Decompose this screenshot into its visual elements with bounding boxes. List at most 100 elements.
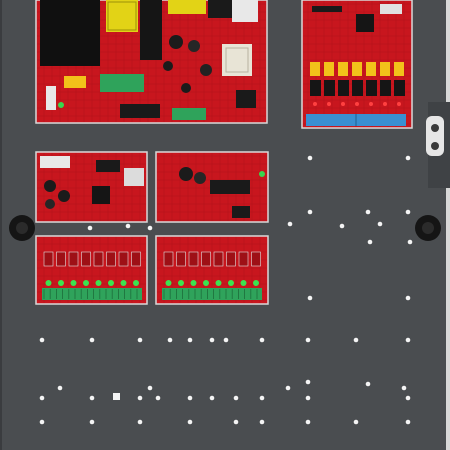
mounting-hole [39, 337, 45, 343]
mounting-hole [405, 295, 411, 301]
mounting-hole [155, 395, 161, 401]
mounting-hole [285, 385, 291, 391]
ethernet-jack [124, 168, 144, 186]
status-led [355, 102, 359, 106]
transformer-left [40, 0, 100, 66]
fuse [338, 62, 348, 76]
fuse-holder [251, 251, 261, 267]
mounting-hole [87, 225, 93, 231]
status-led [369, 102, 373, 106]
relay-row [310, 62, 405, 106]
relay [394, 80, 405, 96]
mounting-hole [307, 209, 313, 215]
mounting-hole [137, 419, 143, 425]
mounting-hole [307, 155, 313, 161]
relay-control-board [301, 0, 413, 129]
relay [380, 80, 391, 96]
fuse-holder [238, 251, 249, 267]
fuse-holder [213, 251, 224, 267]
mounting-hole [187, 419, 193, 425]
connector-block-green [100, 74, 144, 92]
mounting-hole [339, 223, 345, 229]
square-knockout [113, 393, 120, 400]
status-led [341, 102, 345, 106]
status-led [327, 102, 331, 106]
status-led [178, 280, 184, 286]
mounting-hole [401, 385, 407, 391]
mounting-hole [259, 337, 265, 343]
mounting-hole [287, 221, 293, 227]
mounting-hole [353, 337, 359, 343]
mounting-hole [187, 395, 193, 401]
mounting-hole [377, 221, 383, 227]
output-terminal-strip [42, 288, 142, 300]
mounting-hole [233, 395, 239, 401]
network-controller-board [35, 151, 148, 223]
mounting-hole [39, 395, 45, 401]
relay [310, 80, 321, 96]
controller-chip [92, 186, 110, 204]
mounting-hole [147, 385, 153, 391]
status-led [397, 102, 401, 106]
mounting-hole [305, 419, 311, 425]
mounting-hole [187, 337, 193, 343]
power-supply-board [35, 0, 268, 124]
mounting-hole [353, 419, 359, 425]
microcontroller-chip [356, 14, 374, 32]
mounting-hole [209, 395, 215, 401]
fuse-holder [93, 251, 104, 267]
fuse-holder [81, 251, 91, 267]
status-led [203, 280, 209, 286]
enclosure-left-edge [0, 0, 2, 450]
mounting-hole [367, 239, 373, 245]
mounting-hole [223, 337, 229, 343]
transformer-coil-top [168, 0, 206, 14]
mounting-hole [259, 395, 265, 401]
fuse [394, 62, 404, 76]
fuse [380, 62, 390, 76]
status-led [165, 280, 172, 286]
relay [366, 80, 377, 96]
relay [338, 80, 349, 96]
fuse-holder [131, 251, 141, 267]
cable-grommet-left [9, 215, 35, 241]
mounting-hole [307, 295, 313, 301]
mounting-hole [305, 379, 311, 385]
fuse [366, 62, 376, 76]
status-led [313, 102, 317, 106]
mounting-hole [233, 419, 239, 425]
mounting-hole [405, 337, 411, 343]
status-led [120, 280, 127, 286]
fuse-holder [56, 251, 66, 267]
transformer-small [222, 44, 252, 76]
status-led [70, 280, 77, 286]
fuse-holder [188, 251, 199, 267]
mounting-hole [167, 337, 173, 343]
status-led [58, 280, 64, 286]
mounting-hole [209, 337, 215, 343]
mounting-hole [89, 337, 95, 343]
mounting-hole [137, 395, 143, 401]
enclosure-latch [426, 102, 450, 188]
status-led [190, 280, 197, 286]
mounting-hole [89, 395, 95, 401]
mounting-hole [147, 225, 153, 231]
status-led [83, 280, 89, 286]
mounting-hole [39, 419, 45, 425]
mounting-hole [407, 239, 413, 245]
mounting-hole [405, 209, 411, 215]
fuse [310, 62, 320, 76]
status-led [240, 280, 247, 286]
mounting-hole [365, 381, 371, 387]
fuse-holder [106, 251, 116, 267]
mounting-hole [305, 337, 311, 343]
mounting-hole [405, 419, 411, 425]
fuse-holder [226, 251, 236, 267]
mounting-hole [137, 337, 143, 343]
mounting-hole [405, 155, 411, 161]
status-led [108, 280, 114, 286]
mounting-hole [405, 395, 411, 401]
fuse [324, 62, 334, 76]
fuse-holder [176, 251, 186, 267]
